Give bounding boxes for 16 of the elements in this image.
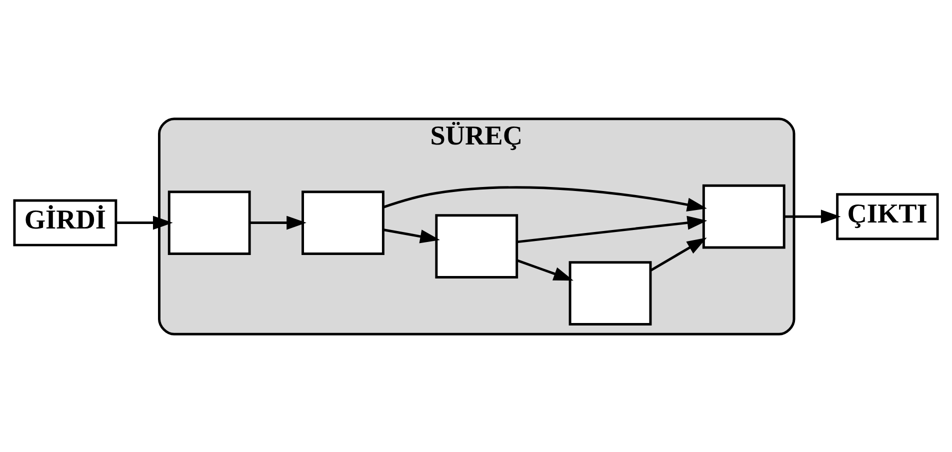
node-box [302, 190, 384, 254]
node-box: ÇIKTI [836, 192, 939, 240]
node-box [435, 214, 518, 278]
arrow [650, 237, 707, 272]
node-box [702, 184, 786, 248]
node-box [568, 260, 652, 325]
arrow [383, 186, 707, 212]
cluster: SÜREÇ [158, 117, 796, 335]
arrow [383, 228, 440, 243]
node-box [168, 190, 251, 254]
arrow [516, 258, 574, 280]
arrow [516, 215, 708, 243]
arrow [250, 215, 306, 230]
arrow [116, 215, 173, 230]
arrow [784, 209, 841, 224]
node-box: GİRDİ [13, 198, 118, 246]
